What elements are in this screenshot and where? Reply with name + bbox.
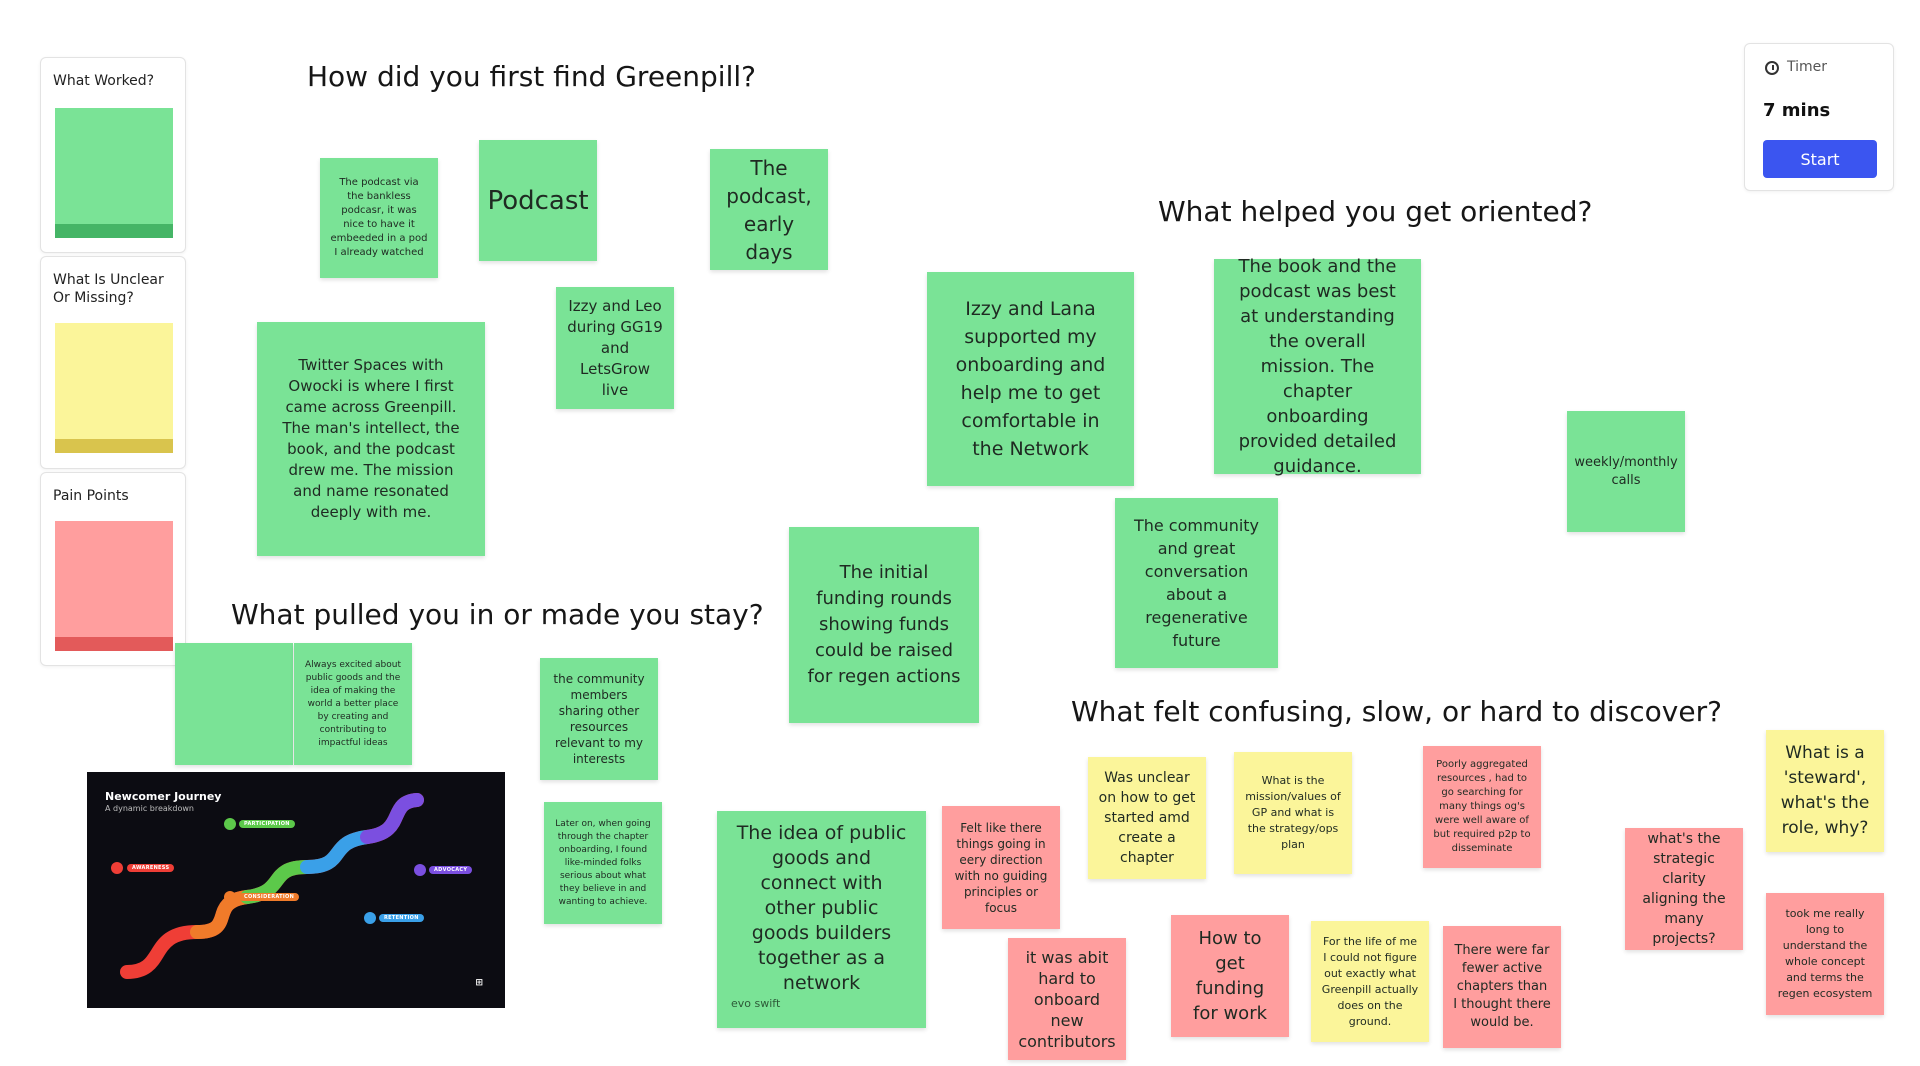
sticky-note[interactable]: What is a 'steward', what's the role, wh… <box>1766 730 1884 852</box>
sticky-note[interactable]: The podcast via the bankless podcasr, it… <box>320 158 438 278</box>
sticky-note[interactable]: Was unclear on how to get started amd cr… <box>1088 757 1206 879</box>
heading-find: How did you first find Greenpill? <box>307 60 756 93</box>
sticky-author: evo swift <box>731 997 781 1010</box>
timer-widget: Timer 7 mins Start <box>1744 43 1894 191</box>
sticky-note[interactable]: Podcast <box>479 140 597 261</box>
sticky-note[interactable]: The initial funding rounds showing funds… <box>789 527 979 723</box>
sticky-note[interactable]: How to get funding for work <box>1171 915 1289 1037</box>
sticky-text: the community members sharing other reso… <box>553 672 645 766</box>
timer-label: Timer <box>1787 59 1828 75</box>
sticky-note[interactable]: Felt like there things going in eery dir… <box>942 806 1060 929</box>
sticky-note[interactable]: The podcast, early days <box>710 149 828 270</box>
palette-title: What Worked? <box>53 73 155 89</box>
journey-stage-label: PARTICIPATION <box>239 820 295 828</box>
sticky-note[interactable]: it was abit hard to onboard new contribu… <box>1008 938 1126 1060</box>
sticky-text: The podcast via the bankless podcasr, it… <box>330 177 428 258</box>
journey-title: Newcomer Journey <box>105 790 222 803</box>
palette-card-pain-points[interactable]: Pain Points <box>40 472 186 666</box>
journey-stage-label: RETENTION <box>379 914 424 922</box>
sticky-text: Later on, when going through the chapter… <box>555 818 651 907</box>
sticky-text: The community and great conversation abo… <box>1133 516 1260 650</box>
sticky-text: The initial funding rounds showing funds… <box>807 562 961 687</box>
sticky-note[interactable]: what's the strategic clarity aligning th… <box>1625 828 1743 950</box>
sticky-text: Poorly aggregated resources , had to go … <box>1433 759 1531 854</box>
palette-card-unclear[interactable]: What Is Unclear Or Missing? <box>40 256 186 469</box>
sticky-text: For the life of me I could not figure ou… <box>1321 934 1419 1028</box>
sticky-note[interactable]: weekly/monthly calls <box>1567 411 1685 532</box>
sticky-note[interactable]: Always excited about public goods and th… <box>294 643 412 765</box>
sticky-text: Was unclear on how to get started amd cr… <box>1098 770 1196 866</box>
timer-value: 7 mins <box>1763 100 1831 121</box>
sticky-text: weekly/monthly calls <box>1574 454 1678 488</box>
sticky-note[interactable]: The community and great conversation abo… <box>1115 498 1278 668</box>
yellow-sticky-template[interactable] <box>55 323 173 453</box>
sticky-text: Always excited about public goods and th… <box>304 659 401 748</box>
newcomer-journey-image[interactable]: Newcomer Journey A dynamic breakdown AWA… <box>87 772 505 1008</box>
sticky-note[interactable]: The book and the podcast was best at und… <box>1214 256 1421 477</box>
journey-stage-label: CONSIDERATION <box>239 893 300 901</box>
start-button[interactable]: Start <box>1763 140 1877 178</box>
sticky-note[interactable]: Twitter Spaces with Owocki is where I fi… <box>257 322 485 556</box>
palette-title: Pain Points <box>53 488 129 504</box>
journey-stage-label: AWARENESS <box>127 864 175 872</box>
heading-oriented: What helped you get oriented? <box>1158 195 1593 228</box>
heading-pulled: What pulled you in or made you stay? <box>231 598 764 631</box>
sticky-text: Twitter Spaces with Owocki is where I fi… <box>282 356 460 521</box>
sticky-text: it was abit hard to onboard new contribu… <box>1018 947 1116 1051</box>
journey-subtitle: A dynamic breakdown <box>105 804 194 813</box>
sticky-text: The podcast, early days <box>726 155 812 264</box>
sticky-text: What is the mission/values of GP and wha… <box>1245 774 1341 851</box>
sticky-text: There were far fewer active chapters tha… <box>1453 943 1551 1030</box>
sticky-text: took me really long to understand the wh… <box>1777 907 1873 1000</box>
sticky-text: Izzy and Lana supported my onboarding an… <box>955 298 1106 460</box>
sticky-note[interactable]: For the life of me I could not figure ou… <box>1311 921 1429 1042</box>
sticky-text: Podcast <box>487 185 589 216</box>
sticky-note[interactable]: Poorly aggregated resources , had to go … <box>1423 746 1541 868</box>
sticky-note[interactable]: the community members sharing other reso… <box>540 658 658 780</box>
heading-confusing: What felt confusing, slow, or hard to di… <box>1071 695 1722 728</box>
sticky-note[interactable]: Izzy and Lana supported my onboarding an… <box>927 272 1134 486</box>
sticky-text: How to get funding for work <box>1192 928 1268 1024</box>
journey-logo: ⊞ <box>475 978 483 988</box>
sticky-note[interactable]: What is the mission/values of GP and wha… <box>1234 752 1352 874</box>
sticky-note[interactable] <box>175 643 293 765</box>
palette-title: What Is Unclear Or Missing? <box>53 272 164 306</box>
journey-road-graphic <box>111 793 426 979</box>
journey-stage-label: ADVOCACY <box>429 866 473 874</box>
sticky-note[interactable]: Later on, when going through the chapter… <box>544 802 662 924</box>
sticky-text: Izzy and Leo during GG19 and LetsGrow li… <box>567 296 663 399</box>
green-sticky-template[interactable] <box>55 108 173 238</box>
sticky-note[interactable]: The idea of public goods and connect wit… <box>717 811 926 1028</box>
sticky-note[interactable]: Izzy and Leo during GG19 and LetsGrow li… <box>556 287 674 409</box>
sticky-text: The idea of public goods and connect wit… <box>736 822 907 994</box>
sticky-text: What is a 'steward', what's the role, wh… <box>1780 743 1870 838</box>
red-sticky-template[interactable] <box>55 521 173 651</box>
sticky-note[interactable]: There were far fewer active chapters tha… <box>1443 926 1561 1048</box>
palette-card-what-worked[interactable]: What Worked? <box>40 57 186 253</box>
sticky-text: Felt like there things going in eery dir… <box>954 820 1048 915</box>
sticky-text: The book and the podcast was best at und… <box>1238 256 1397 477</box>
sticky-text: what's the strategic clarity aligning th… <box>1642 831 1726 947</box>
clock-icon <box>1765 61 1779 75</box>
sticky-note[interactable]: took me really long to understand the wh… <box>1766 893 1884 1015</box>
